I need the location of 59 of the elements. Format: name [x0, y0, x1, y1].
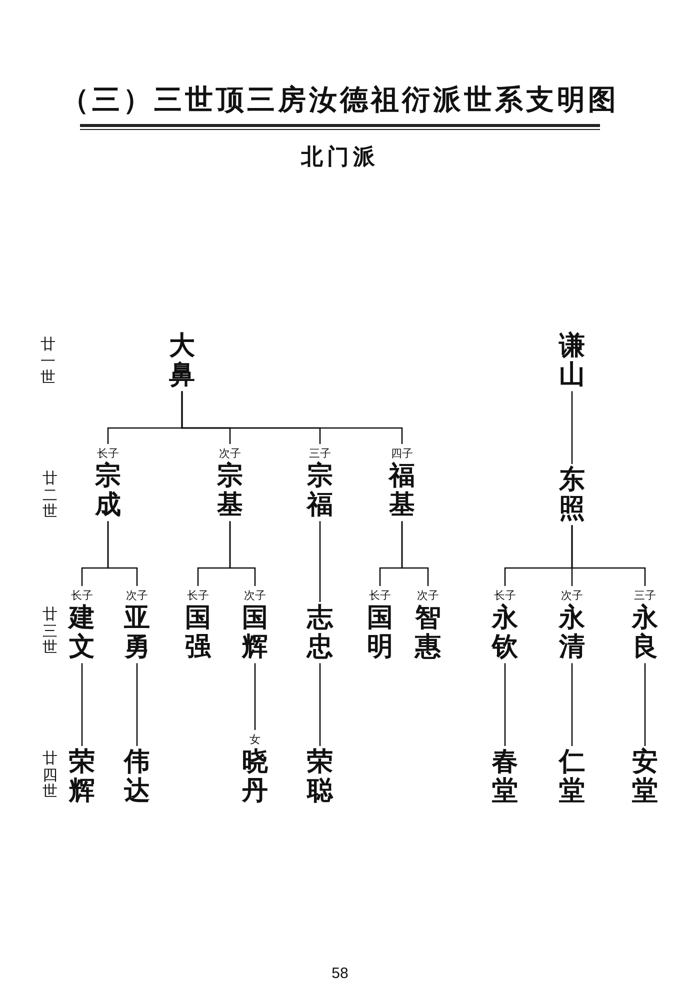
relation-label: 次子 [417, 588, 439, 604]
relation-label: 长子 [187, 588, 209, 604]
connector-line [571, 391, 573, 464]
person-name: 安堂 [632, 748, 658, 806]
person-name: 永钦 [492, 604, 518, 662]
connector-line [81, 663, 83, 746]
connector-line [319, 521, 321, 602]
generation-label: 廿四世 [42, 750, 58, 800]
page-number: 58 [332, 964, 348, 984]
relation-label: 长子 [494, 588, 516, 604]
connector-line [229, 521, 256, 586]
title: （三）三世顶三房汝德祖衍派世系支明图 [61, 82, 619, 118]
person-name: 永良 [632, 604, 658, 662]
generation-label: 廿二世 [42, 470, 58, 520]
relation-label: 次子 [219, 446, 241, 461]
person-name: 仁堂 [559, 748, 585, 806]
relation-label: 长子 [71, 588, 93, 604]
person-name: 荣聪 [307, 748, 333, 806]
person-name: 福基 [389, 462, 415, 520]
person-name: 智惠 [415, 604, 441, 662]
subtitle: 北门派 [301, 143, 379, 171]
relation-label: 长子 [97, 446, 119, 461]
connector-line [181, 391, 403, 444]
relation-label: 长子 [369, 588, 391, 604]
connector-line [107, 521, 138, 586]
generation-label: 廿一世 [40, 336, 56, 386]
person-name: 谦山 [559, 332, 585, 390]
relation-label: 次子 [126, 588, 148, 604]
relation-label: 三子 [309, 446, 331, 461]
relation-label: 三子 [634, 588, 656, 604]
connector-line [571, 663, 573, 746]
person-name: 荣辉 [69, 748, 95, 806]
person-name: 亚勇 [124, 604, 150, 662]
connector-line [504, 663, 506, 746]
relation-label: 次子 [561, 588, 583, 604]
connector-line [571, 525, 646, 586]
person-name: 永清 [559, 604, 585, 662]
person-name: 春堂 [492, 748, 518, 806]
person-name: 国强 [185, 604, 211, 662]
person-name: 大鼻 [169, 332, 195, 390]
person-name: 伟达 [124, 748, 150, 806]
connector-line [644, 663, 646, 746]
relation-label: 女 [250, 732, 260, 748]
person-name: 宗成 [95, 462, 121, 520]
connector-line [401, 521, 429, 586]
generation-label: 廿三世 [42, 606, 58, 656]
person-name: 宗福 [307, 462, 333, 520]
person-name: 国明 [367, 604, 393, 662]
connector-line [319, 663, 321, 746]
person-name: 建文 [69, 604, 95, 662]
person-name: 国辉 [242, 604, 268, 662]
person-name: 晓丹 [242, 748, 268, 806]
connector-line [136, 663, 138, 746]
person-name: 宗基 [217, 462, 243, 520]
relation-label: 次子 [244, 588, 266, 604]
person-name: 志忠 [307, 604, 333, 662]
person-name: 东照 [559, 466, 585, 524]
relation-label: 四子 [391, 446, 413, 462]
connector-line [254, 663, 256, 730]
